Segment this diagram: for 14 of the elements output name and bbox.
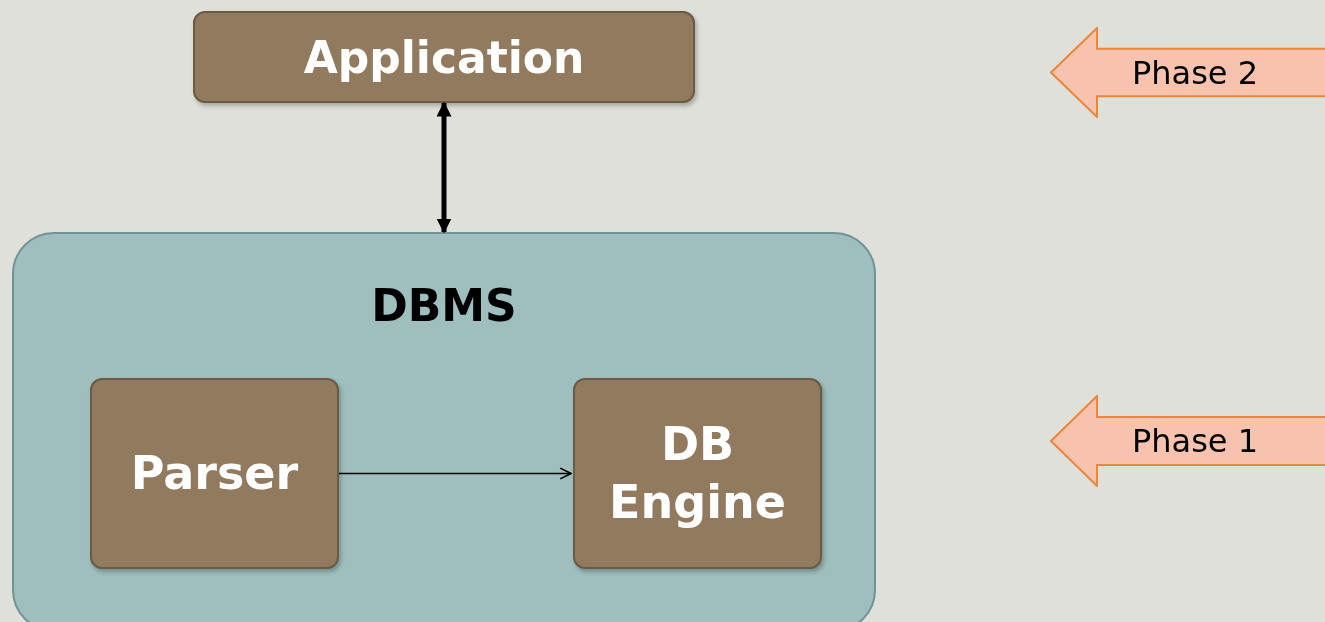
process-box	[573, 378, 822, 569]
arrow	[436, 101, 452, 234]
phase-arrow	[1050, 395, 1325, 487]
node-label: Application	[303, 30, 585, 85]
node-label: Parser	[130, 444, 299, 502]
arrow	[338, 467, 572, 480]
container-box	[12, 232, 876, 622]
phase-arrow	[1050, 27, 1325, 118]
node-label: Phase 1	[1132, 421, 1259, 461]
process-box	[193, 11, 695, 103]
process-box	[90, 378, 339, 569]
node-label: DBMS	[371, 279, 517, 333]
node-label: Phase 2	[1132, 52, 1259, 93]
node-label: DB Engine	[608, 416, 787, 531]
